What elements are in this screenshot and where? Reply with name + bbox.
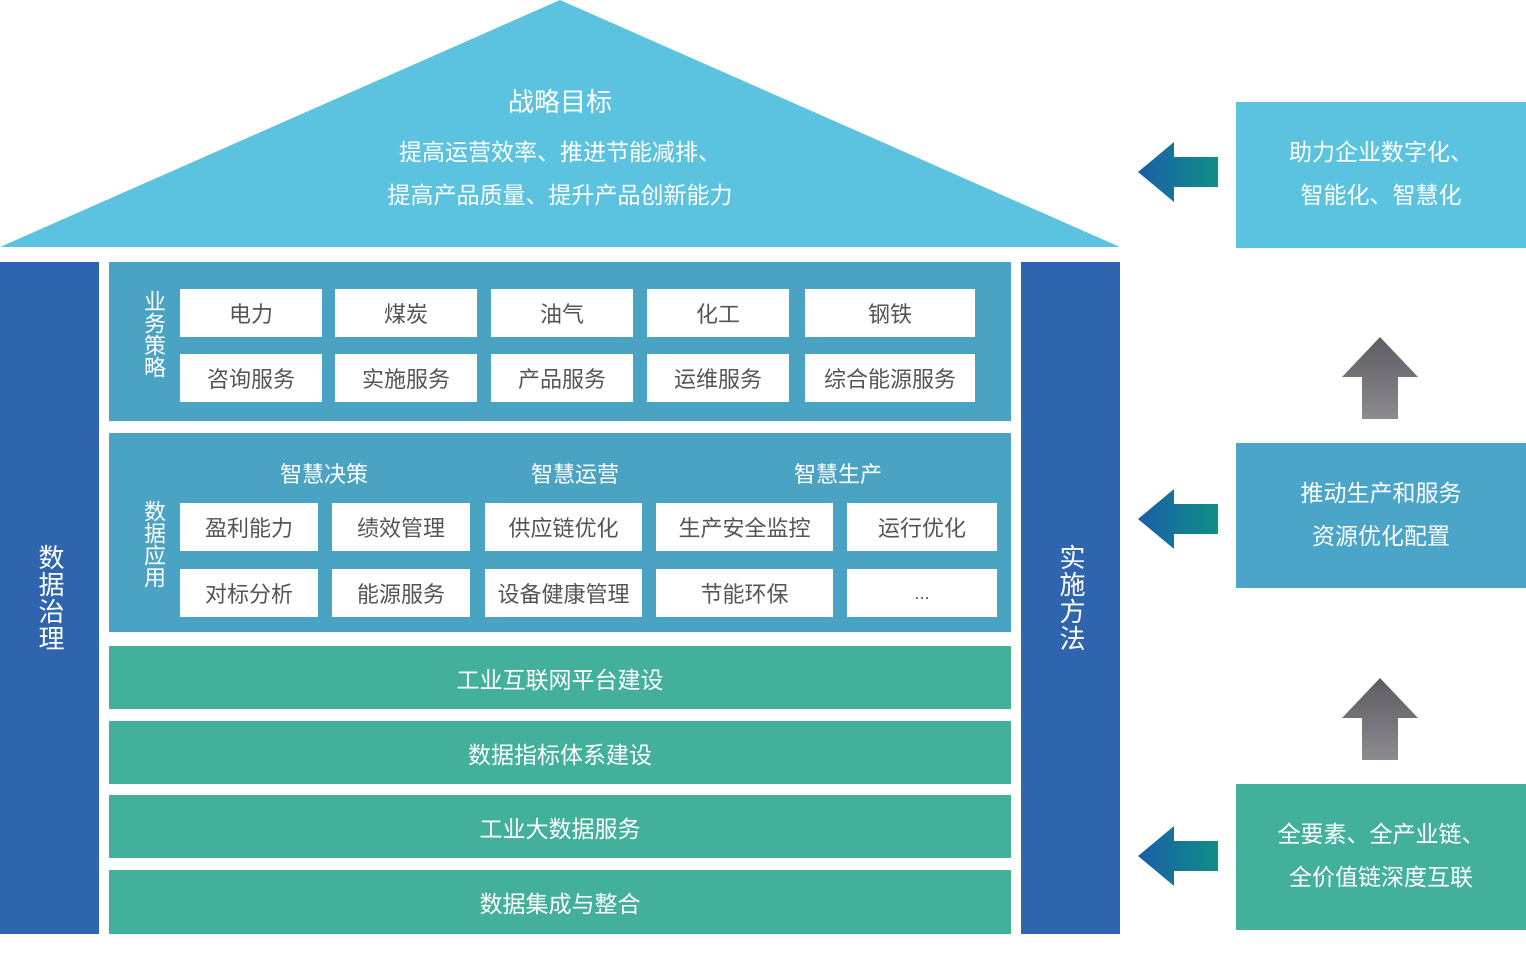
right-pillar: 实施方法 bbox=[1021, 262, 1120, 934]
chip-app-4: 运行优化 bbox=[847, 503, 997, 551]
chip-service-1: 实施服务 bbox=[335, 354, 477, 402]
business-strategy-label: 业务策略 bbox=[140, 290, 165, 378]
data-application-label: 数据应用 bbox=[140, 500, 165, 588]
right-box-middle-line-2: 资源优化配置 bbox=[1312, 523, 1450, 550]
chip-app-more: ... bbox=[847, 569, 997, 617]
arrow-left-icon-middle bbox=[1138, 489, 1218, 549]
chip-business-4: 钢铁 bbox=[805, 289, 975, 337]
arrow-left-icon-top bbox=[1138, 142, 1218, 202]
chip-service-0: 咨询服务 bbox=[180, 354, 322, 402]
foundation-bar-0: 工业互联网平台建设 bbox=[109, 646, 1011, 709]
chip-app-2: 供应链优化 bbox=[485, 503, 642, 551]
chip-service-3: 运维服务 bbox=[647, 354, 789, 402]
right-box-top: 助力企业数字化、 智能化、智慧化 bbox=[1236, 102, 1526, 248]
foundation-bar-1: 数据指标体系建设 bbox=[109, 721, 1011, 784]
chip-app-0: 盈利能力 bbox=[180, 503, 318, 551]
right-box-top-line-1: 助力企业数字化、 bbox=[1289, 140, 1473, 166]
header-smart-decision: 智慧决策 bbox=[279, 463, 368, 488]
chip-app-3: 生产安全监控 bbox=[656, 503, 833, 551]
chip-app-8: 节能环保 bbox=[656, 569, 833, 617]
left-pillar-label: 数据治理 bbox=[34, 544, 64, 652]
right-box-top-line-2: 智能化、智慧化 bbox=[1300, 183, 1462, 209]
chip-business-0: 电力 bbox=[180, 289, 322, 337]
right-box-middle: 推动生产和服务 资源优化配置 bbox=[1236, 443, 1526, 588]
header-smart-production: 智慧生产 bbox=[793, 463, 882, 488]
chip-app-5: 对标分析 bbox=[180, 569, 318, 617]
roof-line-1: 提高运营效率、推进节能减排、 bbox=[399, 140, 721, 166]
header-smart-operation: 智慧运营 bbox=[530, 463, 619, 488]
chip-business-3: 化工 bbox=[647, 289, 789, 337]
chip-app-6: 能源服务 bbox=[332, 569, 470, 617]
chip-app-7: 设备健康管理 bbox=[485, 569, 642, 617]
right-box-bottom-line-1: 全要素、全产业链、 bbox=[1277, 822, 1485, 848]
arrow-up-icon-lower bbox=[1342, 678, 1418, 760]
right-box-middle-line-1: 推动生产和服务 bbox=[1300, 480, 1462, 507]
chip-service-2: 产品服务 bbox=[491, 354, 633, 402]
chip-business-1: 煤炭 bbox=[335, 289, 477, 337]
roof-title: 战略目标 bbox=[507, 88, 612, 118]
foundation-bar-2: 工业大数据服务 bbox=[109, 795, 1011, 858]
right-box-bottom-line-2: 全价值链深度互联 bbox=[1289, 865, 1473, 891]
chip-business-2: 油气 bbox=[491, 289, 633, 337]
right-box-bottom: 全要素、全产业链、 全价值链深度互联 bbox=[1236, 784, 1526, 930]
foundation-bar-3: 数据集成与整合 bbox=[109, 870, 1011, 934]
arrow-left-icon-bottom bbox=[1138, 826, 1218, 886]
roof-triangle bbox=[0, 0, 1120, 247]
arrow-up-icon-upper bbox=[1342, 337, 1418, 419]
left-pillar: 数据治理 bbox=[0, 262, 99, 934]
roof-line-2: 提高产品质量、提升产品创新能力 bbox=[387, 183, 733, 209]
chip-service-4: 综合能源服务 bbox=[805, 354, 975, 402]
chip-app-1: 绩效管理 bbox=[332, 503, 470, 551]
right-pillar-label: 实施方法 bbox=[1055, 544, 1085, 652]
